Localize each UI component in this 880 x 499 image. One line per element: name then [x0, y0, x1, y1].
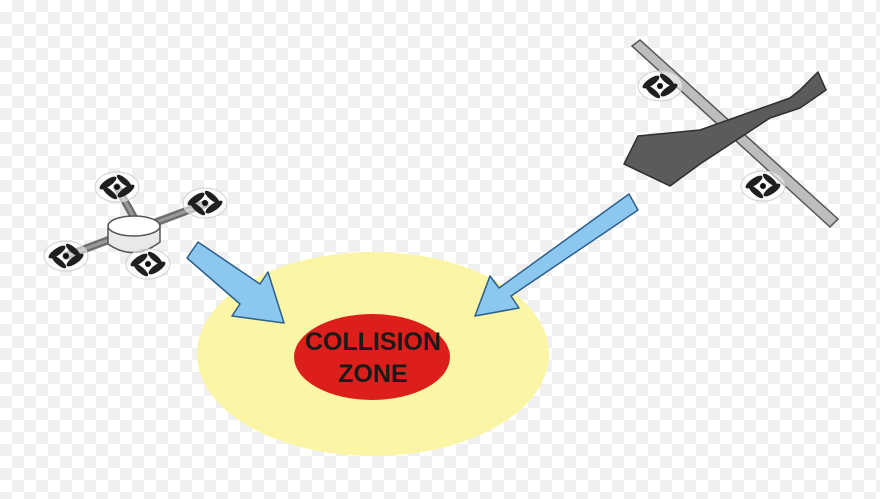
fixed-wing-aircraft-icon — [623, 39, 840, 229]
arrow-down-left-icon — [474, 193, 639, 317]
zone-label-line1: COLLISION — [305, 328, 441, 356]
arrow-down-right-icon — [186, 241, 285, 324]
quadcopter-drone-icon — [43, 171, 228, 280]
zone-label-line2: ZONE — [338, 360, 407, 388]
collision-zone — [294, 314, 450, 400]
